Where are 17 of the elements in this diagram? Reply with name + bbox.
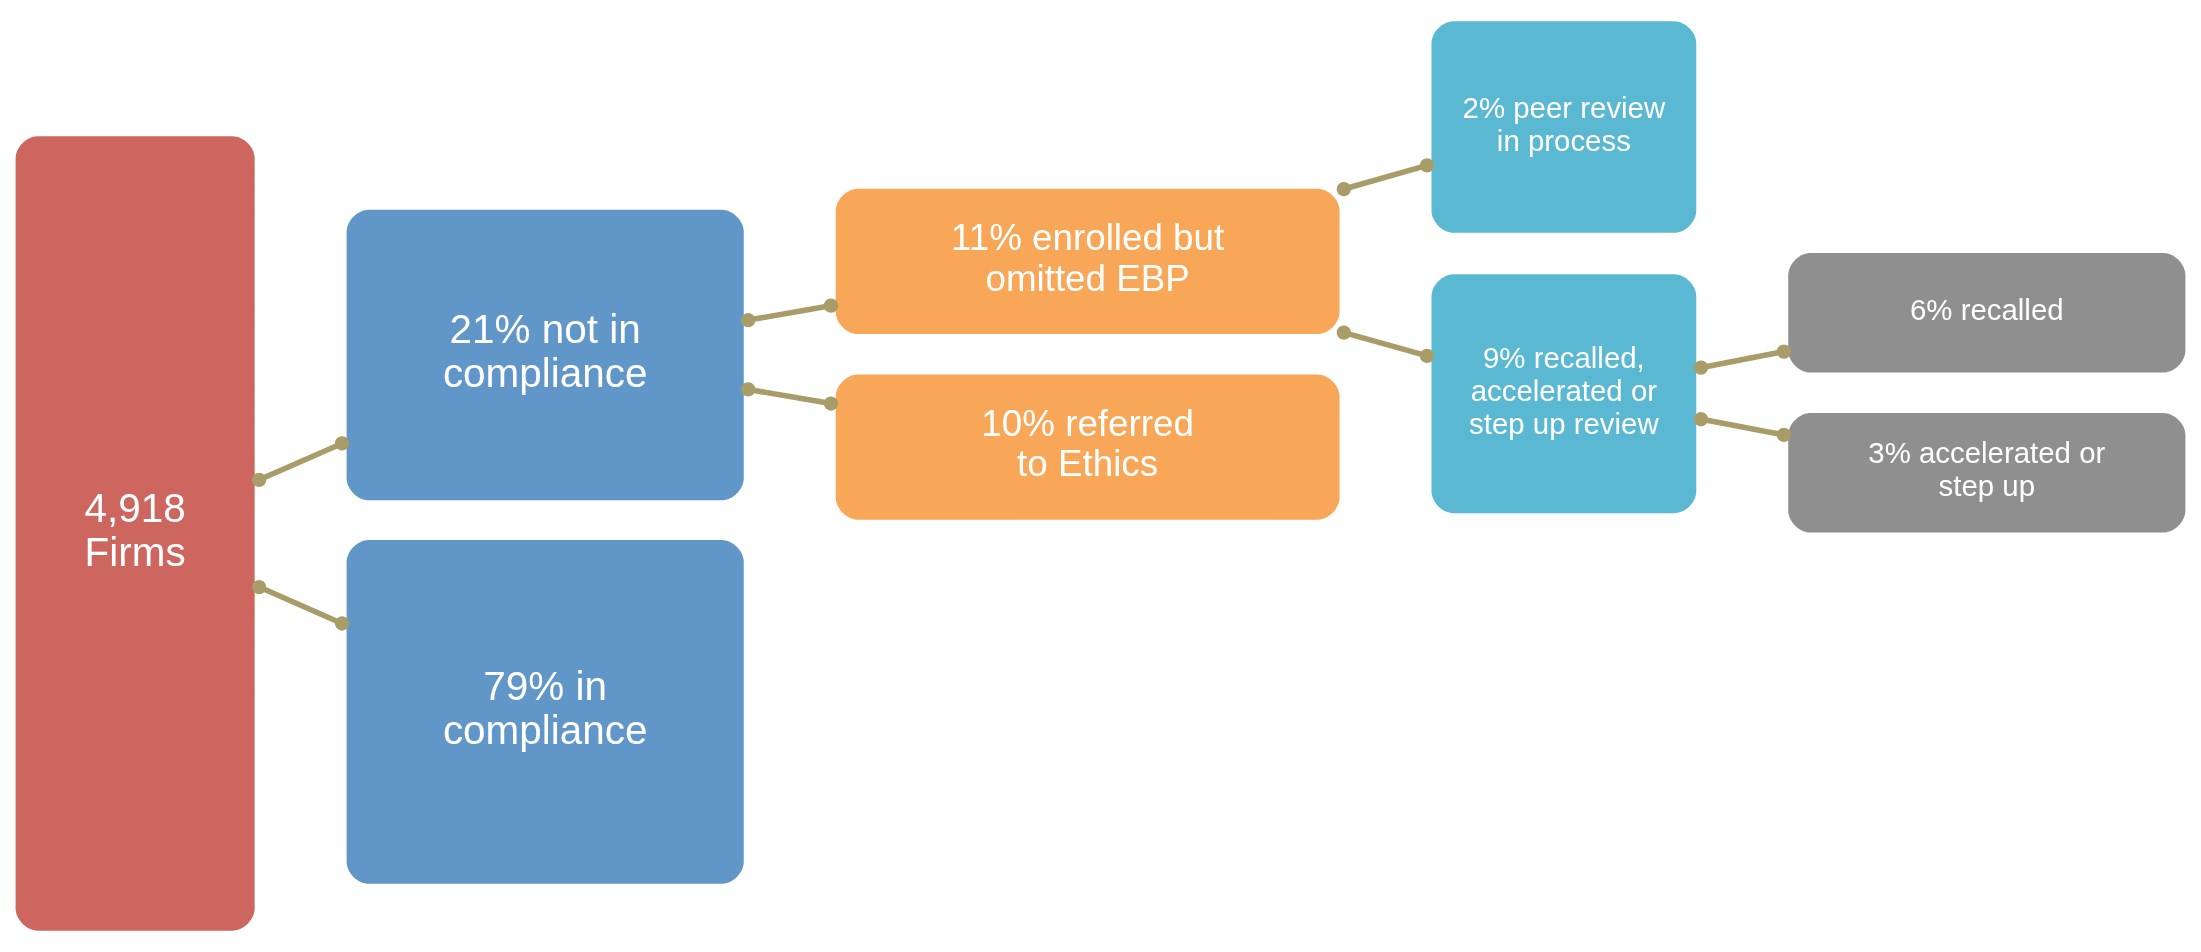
- node-box: 9% recalled, accelerated or step up review: [1431, 274, 1697, 514]
- connector: [1336, 325, 1435, 364]
- connector: [1693, 412, 1792, 442]
- node-box: 79% in compliance: [346, 539, 744, 884]
- connector: [741, 298, 839, 328]
- node-box: 4,918 Firms: [15, 136, 255, 931]
- node-box: 6% recalled: [1788, 253, 2186, 373]
- node-box: 10% referred to Ethics: [835, 374, 1340, 520]
- node-box: 2% peer review in process: [1431, 21, 1697, 233]
- node-box: 11% enrolled but omitted EBP: [835, 188, 1340, 334]
- connector: [1693, 344, 1792, 375]
- node-box: 3% accelerated or step up: [1788, 413, 2186, 533]
- node-box: 21% not in compliance: [346, 209, 744, 501]
- connector: [251, 436, 350, 488]
- connector: [251, 579, 350, 631]
- connector: [1336, 158, 1435, 197]
- connector: [741, 382, 839, 411]
